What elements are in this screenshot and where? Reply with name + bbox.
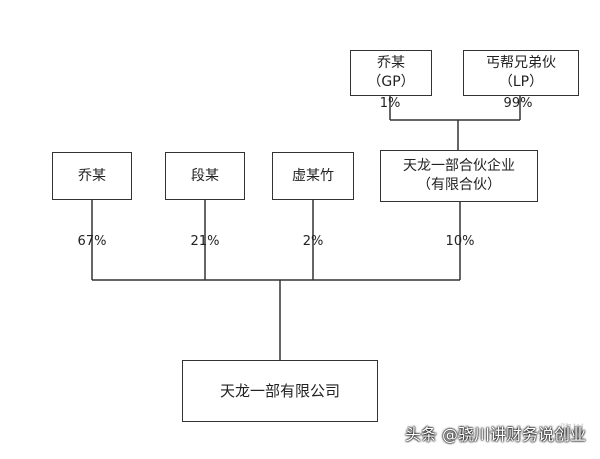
partnership-box: 天龙一部合伙企业 （有限合伙）: [380, 150, 538, 202]
partnership-name: 天龙一部合伙企业: [403, 158, 515, 175]
shareholder-name: 乔某: [78, 167, 106, 184]
shareholder-box-qiao: 乔某: [52, 152, 132, 200]
share-xu: 2%: [302, 234, 324, 249]
watermark-faint: 骁川: [560, 422, 585, 436]
shareholder-name: 虚某竹: [292, 167, 334, 184]
partner-type: （LP）: [498, 74, 544, 90]
shareholder-name: 段某: [191, 167, 219, 184]
share-duan: 21%: [190, 234, 220, 249]
share-lp: 99%: [503, 96, 533, 111]
partner-type: （GP）: [367, 74, 415, 90]
watermark: 头条 @骁川讲财务说创业: [404, 425, 586, 444]
company-box: 天龙一部有限公司: [182, 360, 378, 422]
partner-name: 乔某: [377, 55, 405, 72]
share-qiao: 67%: [77, 234, 107, 249]
share-partnership: 10%: [445, 234, 475, 249]
partner-name: 丐帮兄弟伙: [486, 55, 556, 72]
share-gp: 1%: [379, 96, 401, 111]
shareholder-box-xu: 虚某竹: [272, 152, 354, 200]
partner-box-lp: 丐帮兄弟伙 （LP）: [463, 50, 579, 96]
company-name: 天龙一部有限公司: [219, 381, 340, 400]
partner-box-gp: 乔某 （GP）: [350, 50, 432, 96]
shareholder-box-duan: 段某: [165, 152, 245, 200]
partnership-type: （有限合伙）: [417, 177, 501, 193]
